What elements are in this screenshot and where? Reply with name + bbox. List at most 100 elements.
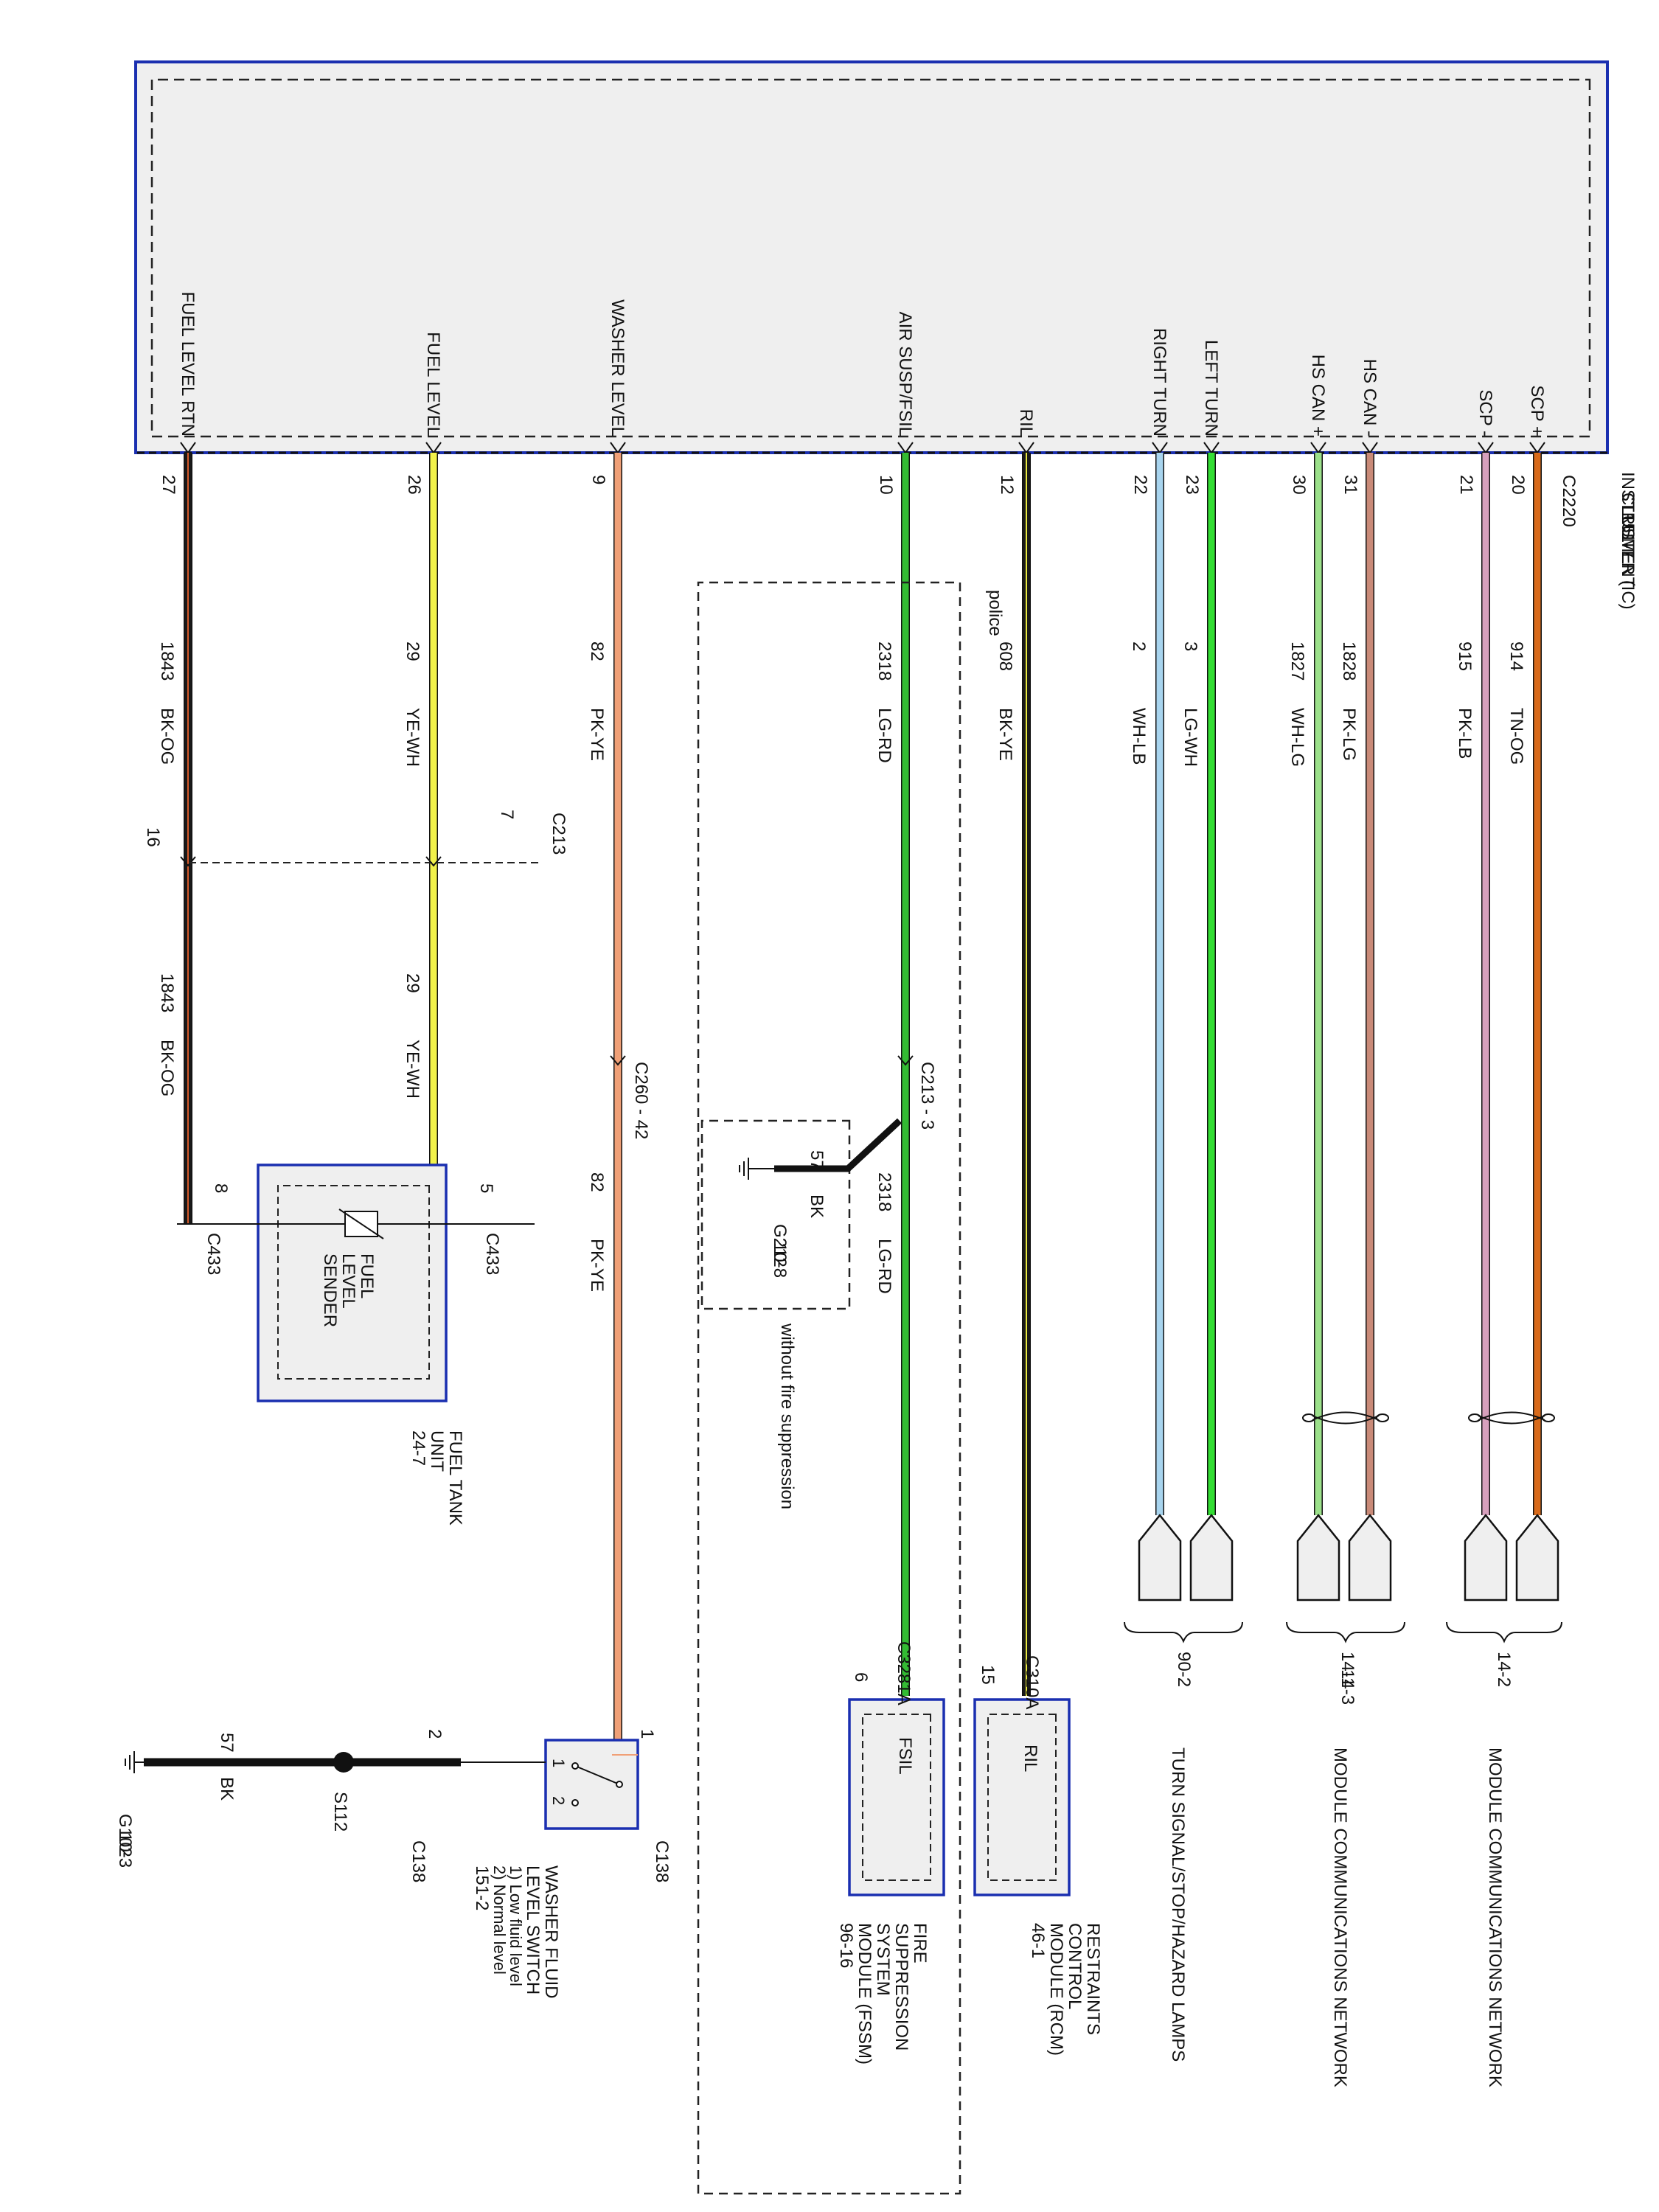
- fuel-unit-name-3: 24-7: [408, 1430, 428, 1466]
- wire-color-code: LG-WH: [1180, 708, 1200, 767]
- fuel-sender-inner: [277, 1185, 430, 1380]
- fuel-sender-inner-1: FUEL: [357, 1253, 377, 1298]
- fssm-name-1: FIRE: [910, 1923, 930, 1964]
- fssm-name-5: 96-16: [836, 1923, 856, 1968]
- police-inline-connector: C213 - 3: [917, 1062, 937, 1130]
- fuel-sender-pin-level: 5: [476, 1183, 496, 1193]
- cluster-name-line-1: INSTRUMENT: [1618, 472, 1638, 588]
- twist-scp-end-a: [1542, 1413, 1555, 1422]
- pin-label: LEFT TURN: [1201, 340, 1221, 437]
- pin-label: HS CAN +: [1308, 355, 1328, 437]
- washer-name-5: 151-2: [472, 1865, 492, 1910]
- fssm-connector: C3281A: [894, 1641, 914, 1705]
- wire-color-code-lower: LG-RD: [874, 1239, 894, 1294]
- washer-pin-top: 1: [637, 1729, 657, 1739]
- inline-chevron: [897, 1055, 914, 1066]
- police-ground-circuit: 57: [807, 1150, 827, 1170]
- cluster-name-line-3: 151-7: [1618, 513, 1638, 558]
- brace-hscan: [1286, 1621, 1405, 1644]
- wire-circuit: 608: [995, 641, 1015, 671]
- pin-number: 31: [1340, 475, 1360, 495]
- wire-circuit: 915: [1455, 641, 1475, 671]
- rcm-pin: 15: [978, 1665, 998, 1685]
- fssm-module: FSIL C3281A 6 FIRE SUPPRESSION SYSTEM MO…: [836, 1641, 945, 2065]
- fuel-sender-inner-3: SENDER: [320, 1253, 340, 1327]
- twist-hscan-a: [1312, 1415, 1380, 1425]
- splice-s112: [333, 1752, 354, 1773]
- wire-color-code: PK-LG: [1339, 708, 1359, 761]
- hscan-ref-1: 14-1: [1338, 1652, 1357, 1687]
- washer-switch-contact-2: [571, 1799, 579, 1806]
- fuel-sender-conn-rtn: C433: [204, 1233, 223, 1275]
- pin-number: 9: [588, 475, 608, 484]
- twist-scp-end-b: [1468, 1413, 1481, 1422]
- wire-circuit: 2: [1129, 641, 1149, 651]
- wire-color-code-lower: BK-OG: [157, 1040, 177, 1096]
- rcm-module: RIL C310A 15 RESTRAINTS CONTROL MODULE (…: [973, 1655, 1103, 2056]
- wire-color-code: TN-OG: [1506, 708, 1526, 765]
- rcm-inner: [987, 1714, 1057, 1881]
- without-fire-note: without fire suppression: [777, 1323, 797, 1509]
- pin-number: 21: [1456, 475, 1476, 495]
- washer-pin-bottom: 2: [425, 1729, 445, 1739]
- dest-hscan: 14-1 14-3 MODULE COMMUNICATIONS NETWORK: [1286, 1621, 1405, 2087]
- wire-circuit: 914: [1506, 641, 1526, 671]
- pin-label: WASHER LEVEL: [608, 299, 627, 437]
- police-ground-id-2: 10-8: [770, 1242, 790, 1278]
- washer-conn-top: C138: [652, 1840, 672, 1882]
- scp-ref: 14-2: [1494, 1652, 1514, 1687]
- dest-scp: 14-2 MODULE COMMUNICATIONS NETWORK: [1446, 1621, 1562, 2087]
- fuel-unit-name-2: UNIT: [427, 1430, 447, 1472]
- rcm-connector: C310A: [1022, 1655, 1042, 1709]
- rcm-name-1: RESTRAINTS: [1083, 1923, 1103, 2035]
- splice-label: S112: [330, 1792, 350, 1832]
- police-ground-wire: [774, 1118, 902, 1172]
- washer-ground-id-2: 10-3: [115, 1832, 135, 1868]
- rcm-name-2: CONTROL: [1065, 1923, 1085, 2009]
- washer-contact-label-2: 2: [549, 1796, 568, 1805]
- without-fire-box: [700, 1119, 851, 1310]
- turn-ref: 90-2: [1174, 1652, 1194, 1687]
- wire-circuit: 3: [1180, 641, 1200, 651]
- wire-color-code-lower: YE-WH: [403, 1040, 422, 1099]
- police-option-box: [697, 581, 961, 2195]
- washer-switch-pivot: [616, 1781, 623, 1788]
- inline-chevron: [180, 856, 196, 867]
- rcm-inner-label: RIL: [1020, 1745, 1040, 1772]
- pin-number: 12: [997, 475, 1017, 495]
- washer-contact-label-1: 1: [549, 1759, 568, 1767]
- washer-name-4: 2) Normal level: [490, 1865, 509, 1975]
- twisted-pair-scp: [1468, 1411, 1555, 1425]
- twist-scp-b: [1478, 1411, 1545, 1421]
- washer-branch: C260 - 42 1 2 1 C138 2 C138 WASHER FLUID…: [115, 1062, 672, 1998]
- wire-circuit-lower: 82: [587, 1172, 607, 1192]
- wire-circuit-lower: 2318: [874, 1172, 894, 1211]
- pin-number: 23: [1182, 475, 1202, 495]
- wire-color-code: WH-LB: [1129, 708, 1149, 765]
- wire-circuit-lower: 1843: [157, 973, 177, 1012]
- cluster-name-line-2: CLUSTER (IC): [1618, 493, 1638, 610]
- police-ground-color: BK: [807, 1194, 827, 1218]
- pin-label: AIR SUSP/FSIL: [895, 312, 915, 437]
- pin-number: 30: [1289, 475, 1309, 495]
- wire-color-code: YE-WH: [403, 708, 422, 767]
- fuel-branch: C213 7 16 FUEL LEVEL SENDER 5 C433 8 C43…: [143, 810, 568, 1526]
- washer-switch-blade: [574, 1765, 620, 1785]
- network-connector-arrow: [1515, 1513, 1559, 1601]
- pin-label: RIL: [1016, 409, 1036, 437]
- fuel-inline-pin-level: 7: [497, 810, 517, 819]
- rcm-name-4: 46-1: [1028, 1923, 1048, 1958]
- police-ground-id-1: G212: [770, 1224, 790, 1267]
- pin-number: 22: [1130, 475, 1150, 495]
- washer-ground-circuit: 57: [217, 1733, 237, 1753]
- fuel-inline-pin-rtn: 16: [143, 827, 163, 847]
- inline-chevron: [610, 1055, 626, 1066]
- rcm-box: [973, 1698, 1071, 1896]
